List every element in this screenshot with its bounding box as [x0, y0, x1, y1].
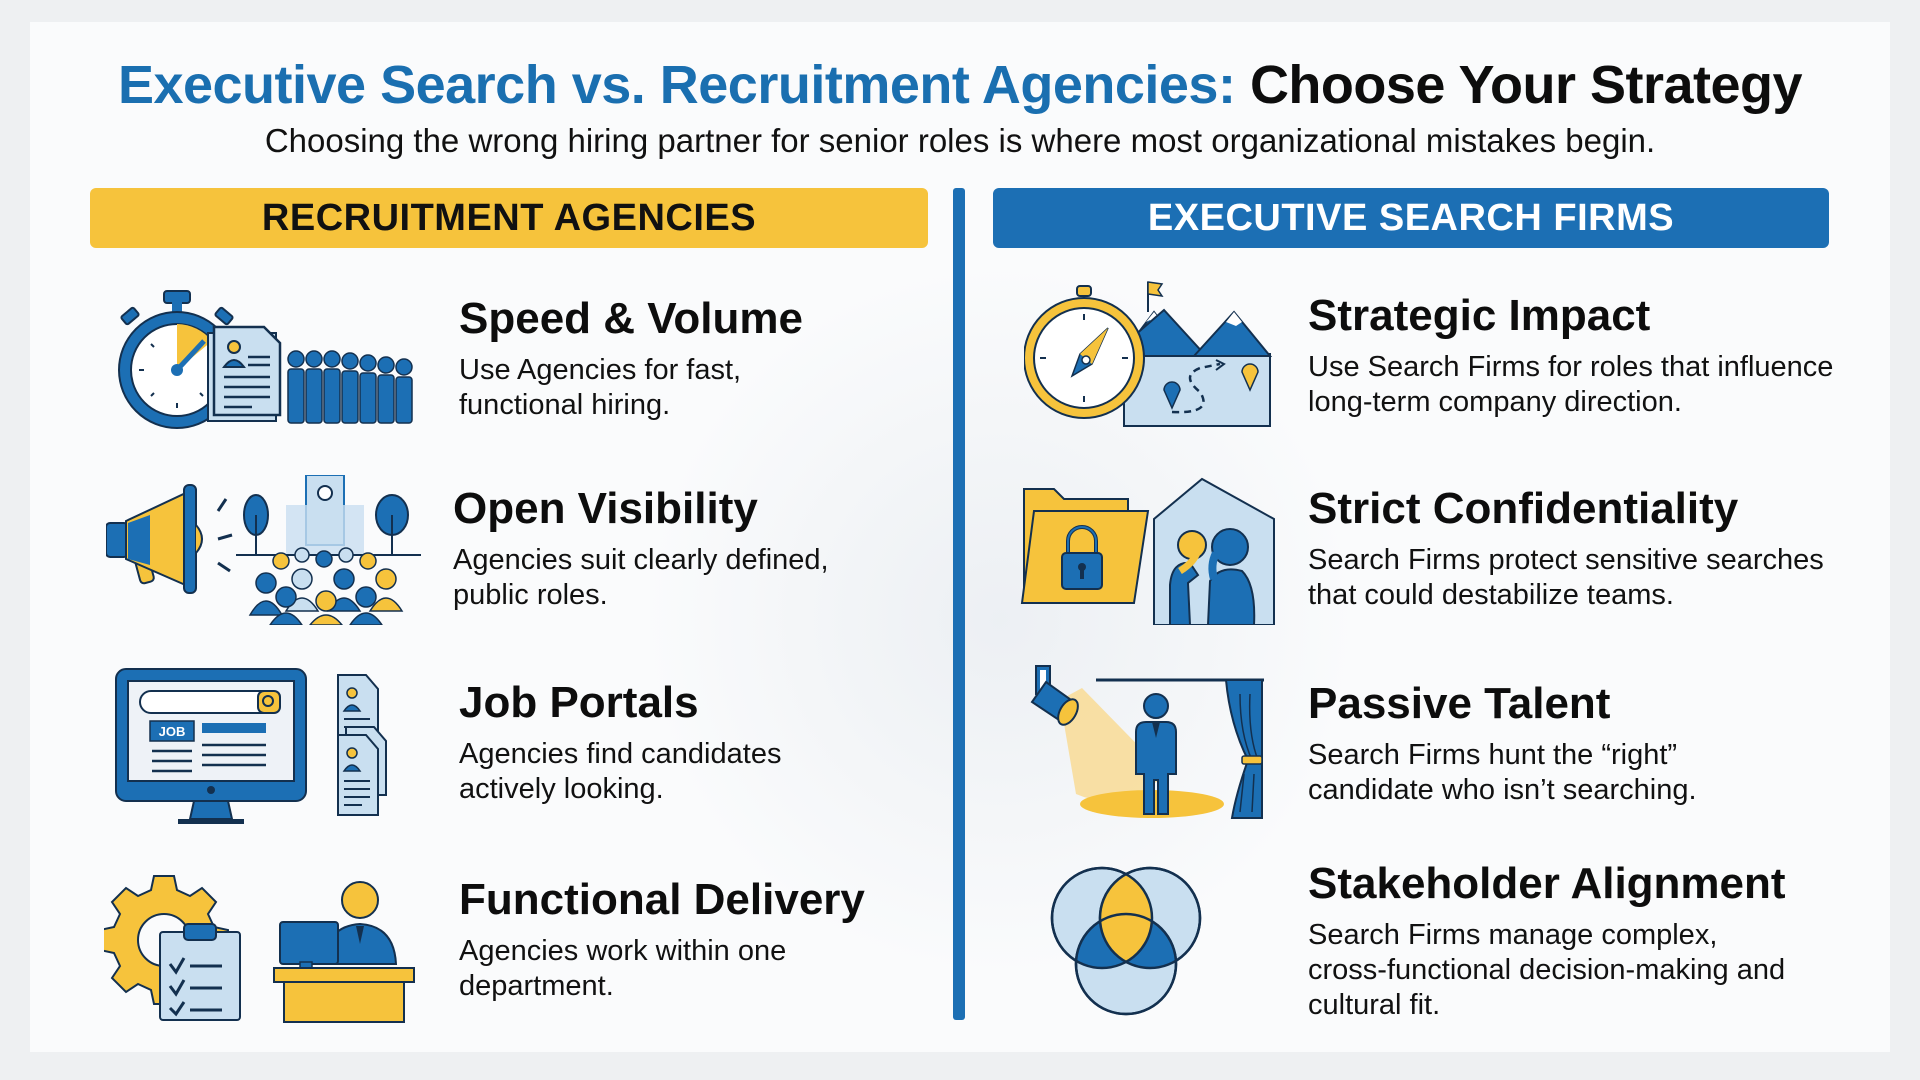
gear-checklist-desk-icon [104, 875, 415, 1023]
svg-text:JOB: JOB [159, 724, 186, 739]
title-blue-part: Executive Search vs. Recruitment Agencie… [117, 55, 1236, 115]
job-portal-monitor-icon: JOB [115, 668, 387, 824]
item-title: Job Portals [459, 678, 699, 727]
item-title: Speed & Volume [459, 294, 803, 343]
item-title: Functional Delivery [459, 875, 865, 924]
item-description: Search Firms hunt the “right” candidate … [1308, 739, 1697, 807]
item-description: Use Search Firms for roles that influenc… [1308, 351, 1834, 419]
recruitment-agencies-header: RECRUITMENT AGENCIES [90, 188, 928, 248]
item-description: Search Firms manage complex, cross-funct… [1308, 919, 1786, 1022]
column-divider [953, 188, 965, 1020]
item-text: Stakeholder Alignment Search Firms manag… [1308, 859, 1788, 1023]
item-description: Agencies find candidates actively lookin… [459, 738, 782, 806]
item-text: Strategic Impact Use Search Firms for ro… [1308, 291, 1868, 420]
item-description: Use Agencies for fast, functional hiring… [459, 354, 742, 422]
locked-folder-whisper-icon [1020, 477, 1275, 625]
page-title: Executive Search vs. Recruitment Agencie… [0, 54, 1920, 116]
item-text: Passive Talent Search Firms hunt the “ri… [1308, 679, 1768, 808]
spotlight-candidate-icon [1030, 665, 1264, 819]
stopwatch-resume-queue-icon [118, 290, 413, 429]
megaphone-crowd-icon [106, 475, 421, 625]
item-text: Functional Delivery Agencies work within… [459, 875, 865, 1004]
item-text: Speed & Volume Use Agencies for fast, fu… [459, 294, 803, 423]
item-title: Strict Confidentiality [1308, 484, 1739, 533]
item-title: Stakeholder Alignment [1308, 859, 1786, 908]
item-description: Agencies suit clearly defined, public ro… [453, 544, 829, 612]
compass-mountain-map-icon [1024, 281, 1273, 427]
item-text: Job Portals Agencies find candidates act… [459, 678, 839, 807]
item-text: Open Visibility Agencies suit clearly de… [453, 484, 873, 613]
item-title: Open Visibility [453, 484, 758, 533]
page-subtitle: Choosing the wrong hiring partner for se… [264, 122, 1656, 159]
item-title: Passive Talent [1308, 679, 1611, 728]
item-description: Agencies work within one department. [459, 935, 787, 1003]
executive-search-firms-header: EXECUTIVE SEARCH FIRMS [993, 188, 1829, 248]
title-dark-part: Choose Your Strategy [1249, 55, 1803, 115]
item-text: Strict Confidentiality Search Firms prot… [1308, 484, 1868, 613]
item-description: Search Firms protect sensitive searches … [1308, 544, 1824, 612]
venn-diagram-icon [1050, 866, 1202, 1016]
item-title: Strategic Impact [1308, 291, 1651, 340]
